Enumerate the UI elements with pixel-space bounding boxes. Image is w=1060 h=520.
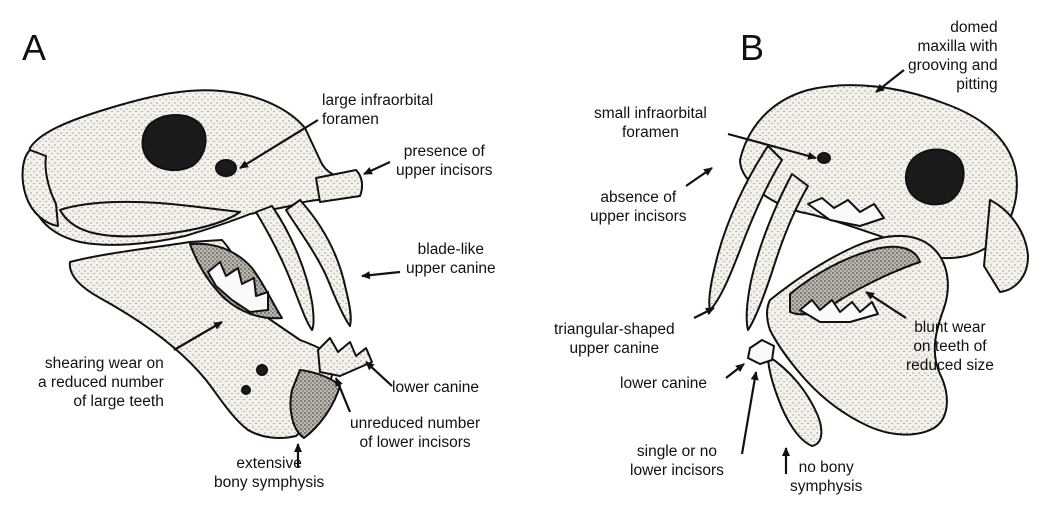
skull-a-lower-teeth — [207, 261, 269, 313]
panel-b-letter: B — [740, 27, 765, 68]
label-b-upper-canine: triangular-shaped upper canine — [554, 321, 675, 357]
skull-a-drawing — [21, 89, 373, 439]
label-a-upper-canine: blade-like upper canine — [406, 241, 496, 277]
label-b-blunt-wear: blunt wear on teeth of reduced size — [906, 319, 994, 374]
skull-b-drawing — [708, 84, 1029, 447]
skull-b-infraorbital-foramen — [817, 152, 831, 164]
skull-b-orbit — [904, 148, 965, 206]
skull-a-upper-canine — [285, 199, 352, 327]
label-a-lower-incisors: unreduced number of lower incisors — [350, 415, 481, 451]
label-b-domed-maxilla: domed maxilla with grooving and pitting — [908, 19, 998, 93]
skull-a-lower-canine — [317, 337, 373, 377]
arrow-a-infraorbital — [239, 119, 319, 169]
skull-b-lower-canine — [747, 339, 775, 365]
arrow-b-incisors — [685, 167, 713, 187]
skull-a-symphysis — [289, 369, 341, 439]
arrow-a-lower-canine — [365, 361, 393, 387]
skull-a-upper-incisors — [315, 169, 364, 203]
arrow-b-lower-incisors — [740, 371, 759, 455]
skull-a-zygomatic — [59, 200, 241, 238]
skull-a-upper-canine-back — [255, 205, 315, 331]
arrow-b-infraorbital — [727, 132, 817, 160]
skull-b-upper-teeth — [807, 197, 885, 227]
label-b-infraorbital: small infraorbital foramen — [594, 105, 707, 141]
skull-b-symphysis-flange — [767, 355, 823, 447]
label-a-upper-incisors: presence of upper incisors — [396, 143, 493, 179]
arrow-a-canine — [361, 270, 401, 280]
skull-a-orbit — [141, 114, 207, 172]
label-b-lower-canine: lower canine — [620, 375, 708, 392]
skull-b-upper-canine-back — [745, 173, 809, 331]
skull-a-occipital — [21, 149, 59, 227]
skull-b-lower-teeth — [799, 299, 879, 323]
label-a-symphysis: extensive bony symphysis — [214, 455, 325, 491]
skull-a-infraorbital-foramen — [215, 159, 237, 177]
panel-a-letter: A — [22, 27, 47, 68]
label-a-infraorbital: large infraorbital foramen — [322, 92, 434, 128]
arrow-a-incisors — [363, 161, 391, 175]
skull-b-rear — [983, 199, 1029, 293]
arrows — [173, 69, 907, 474]
label-b-lower-incisors: single or no lower incisors — [630, 443, 724, 479]
arrow-a-lower-incisors — [334, 377, 352, 413]
arrow-b-canine — [693, 307, 715, 319]
label-a-lower-canine: lower canine — [392, 379, 480, 396]
label-b-symphysis: no bony symphysis — [790, 459, 863, 495]
arrow-b-wear — [865, 291, 907, 319]
arrow-b-maxilla — [875, 69, 905, 93]
arrow-a-wear — [173, 321, 223, 351]
label-b-upper-incisors: absence of upper incisors — [590, 189, 687, 225]
label-a-shearing-wear: shearing wear on a reduced number of lar… — [38, 355, 164, 410]
arrow-b-lower-canine — [725, 363, 745, 379]
